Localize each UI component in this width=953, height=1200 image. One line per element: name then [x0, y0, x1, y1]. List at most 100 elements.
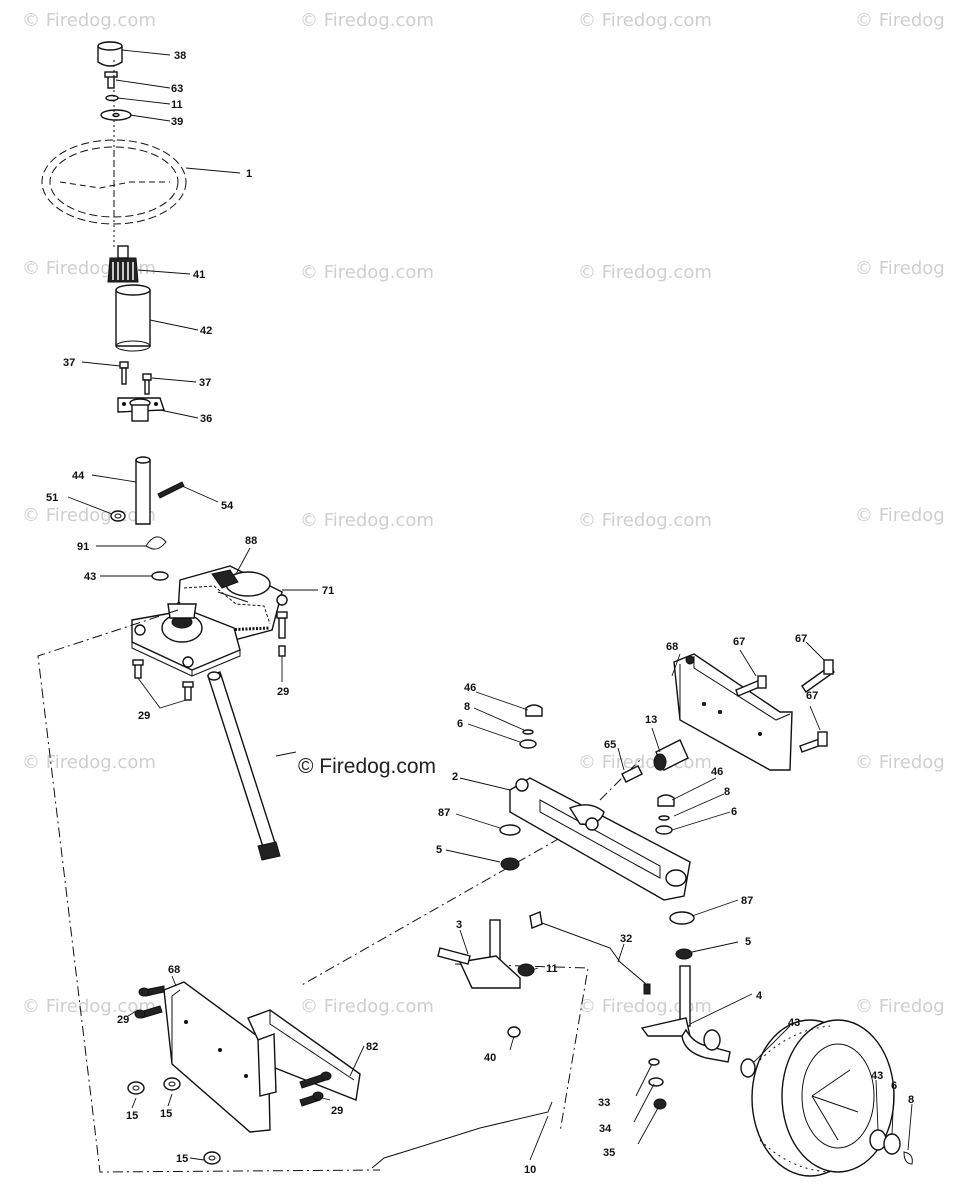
watermark: © Firedog.com [578, 510, 712, 531]
watermark: © Firedog.com [300, 262, 434, 283]
watermark: © Firedog.com [578, 262, 712, 283]
steering-shaft [135, 456, 151, 525]
washer [655, 825, 673, 835]
watermark: © Firedog.com [300, 510, 434, 531]
washer [648, 1058, 660, 1066]
washer [648, 1077, 664, 1087]
callout-71: 71 [322, 585, 335, 597]
callout-35: 35 [603, 1147, 616, 1159]
drag-link-rod [371, 1101, 553, 1169]
column-sleeve [115, 284, 151, 352]
callout-40: 40 [484, 1052, 497, 1064]
callout-6: 6 [457, 718, 464, 730]
watermark: © Firedog [855, 10, 945, 31]
drag-link [207, 671, 281, 861]
steering-cap [97, 41, 123, 67]
callout-43: 43 [788, 1017, 801, 1029]
washer [151, 571, 169, 581]
flat-washer [100, 109, 132, 121]
callout-82: 82 [366, 1041, 379, 1053]
bushing [669, 911, 695, 925]
callout-68: 68 [168, 964, 181, 976]
nut [507, 1026, 521, 1038]
alignment-line [454, 963, 589, 1133]
callout-4: 4 [756, 990, 763, 1002]
front-wheel [740, 1019, 913, 1177]
watermark: © Firedog.com [300, 10, 434, 31]
alignment-line [37, 609, 381, 1173]
bushing [500, 857, 520, 871]
callout-5: 5 [436, 844, 443, 856]
callout-43: 43 [84, 571, 97, 583]
lock-washer [105, 94, 119, 102]
callout-46: 46 [464, 682, 477, 694]
callout-29: 29 [277, 686, 290, 698]
callout-29: 29 [331, 1105, 344, 1117]
watermark: © Firedog.com [578, 996, 712, 1017]
steering-adapter [107, 245, 139, 283]
leader-lines [67, 49, 913, 1161]
watermark: © Firedog.com [22, 505, 156, 526]
cap [525, 704, 543, 717]
callout-15: 15 [176, 1153, 189, 1165]
callout-15: 15 [160, 1108, 173, 1120]
callout-29: 29 [138, 710, 151, 722]
watermark: © Firedog.com [22, 10, 156, 31]
alignment-line [299, 837, 561, 987]
left-spindle [437, 919, 535, 989]
callout-67: 67 [806, 690, 819, 702]
callout-8: 8 [464, 701, 471, 713]
callout-65: 65 [604, 739, 617, 751]
bushing [499, 824, 521, 836]
callout-34: 34 [599, 1123, 612, 1135]
watermark: © Firedog.com [22, 752, 156, 773]
axle-bracket [673, 653, 793, 771]
callout-10: 10 [524, 1164, 537, 1176]
callout-37: 37 [199, 377, 212, 389]
lower-bracket [163, 981, 271, 1133]
callout-91: 91 [77, 541, 90, 553]
bolts [134, 985, 332, 1107]
watermark: © Firedog [855, 752, 945, 773]
callout-13: 13 [645, 714, 658, 726]
bushing-flange [117, 397, 165, 422]
callout-5: 5 [745, 936, 752, 948]
callout-43: 43 [871, 1070, 884, 1082]
callout-32: 32 [620, 933, 633, 945]
callout-11: 11 [171, 99, 183, 111]
callout-1: 1 [246, 168, 253, 180]
callout-3: 3 [456, 919, 463, 931]
callout-87: 87 [741, 895, 754, 907]
bolts [132, 611, 288, 701]
callout-15: 15 [126, 1110, 139, 1122]
right-spindle [640, 965, 731, 1063]
bolts [119, 361, 152, 395]
axle-support-bracket [247, 1009, 361, 1101]
callout-46: 46 [711, 766, 724, 778]
steering-wheel [41, 60, 187, 250]
watermark: © Firedog [855, 505, 945, 526]
callout-8: 8 [724, 786, 731, 798]
callout-38: 38 [174, 50, 187, 62]
bolt [104, 71, 118, 89]
callout-68: 68 [666, 641, 679, 653]
steering-gear-housing [131, 565, 288, 677]
nut [110, 510, 126, 522]
callout-42: 42 [200, 325, 213, 337]
watermark: © Firedog [855, 996, 945, 1017]
nut [653, 1098, 667, 1110]
callout-11: 11 [546, 963, 558, 975]
pivot-pin [621, 765, 643, 783]
callout-39: 39 [171, 116, 184, 128]
callout-33: 33 [598, 1097, 611, 1109]
callout-29: 29 [117, 1014, 130, 1026]
clip [522, 729, 534, 735]
cap [657, 794, 675, 807]
callout-6: 6 [891, 1080, 898, 1092]
callout-67: 67 [795, 633, 808, 645]
washer [519, 739, 537, 749]
callout-36: 36 [200, 413, 213, 425]
clip [658, 815, 670, 821]
callout-63: 63 [171, 83, 184, 95]
